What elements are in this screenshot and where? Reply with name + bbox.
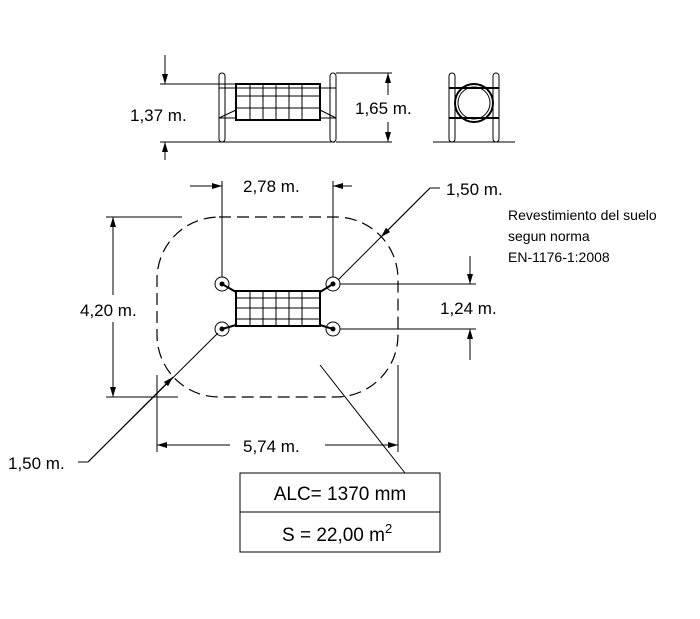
note-line: segun norma (508, 228, 590, 244)
alc-label: ALC= 1370 mm (274, 484, 407, 505)
note-line: Revestimiento del suelo (508, 207, 657, 223)
side-view (433, 72, 515, 143)
posts (214, 276, 341, 337)
plan-width-label: 2,78 m. (243, 177, 300, 196)
front-view: 1,37 m. 1,65 m. (130, 55, 412, 160)
front-total-height-label: 1,65 m. (355, 99, 412, 118)
safety-zone-outline (156, 216, 399, 398)
note-line: EN-1176-1:2008 (508, 249, 610, 265)
margin-bottom-label: 1,50 m. (8, 454, 65, 473)
front-height-label: 1,37 m. (130, 106, 187, 125)
surface-label: S = 22,00 m2 (282, 521, 392, 546)
post-spacing-label: 1,24 m. (440, 299, 497, 318)
info-box: ALC= 1370 mm S = 22,00 m2 (239, 472, 441, 553)
plan-length-label: 5,74 m. (243, 437, 300, 456)
surface-note: Revestimiento del suelo segun norma EN-1… (508, 207, 657, 265)
margin-top-label: 1,50 m. (446, 180, 503, 199)
plan-depth-label: 4,20 m. (80, 301, 137, 320)
plan-view: 2,78 m. 4,20 m. 1,24 m. 5,74 m. 1,50 m. … (8, 177, 503, 474)
